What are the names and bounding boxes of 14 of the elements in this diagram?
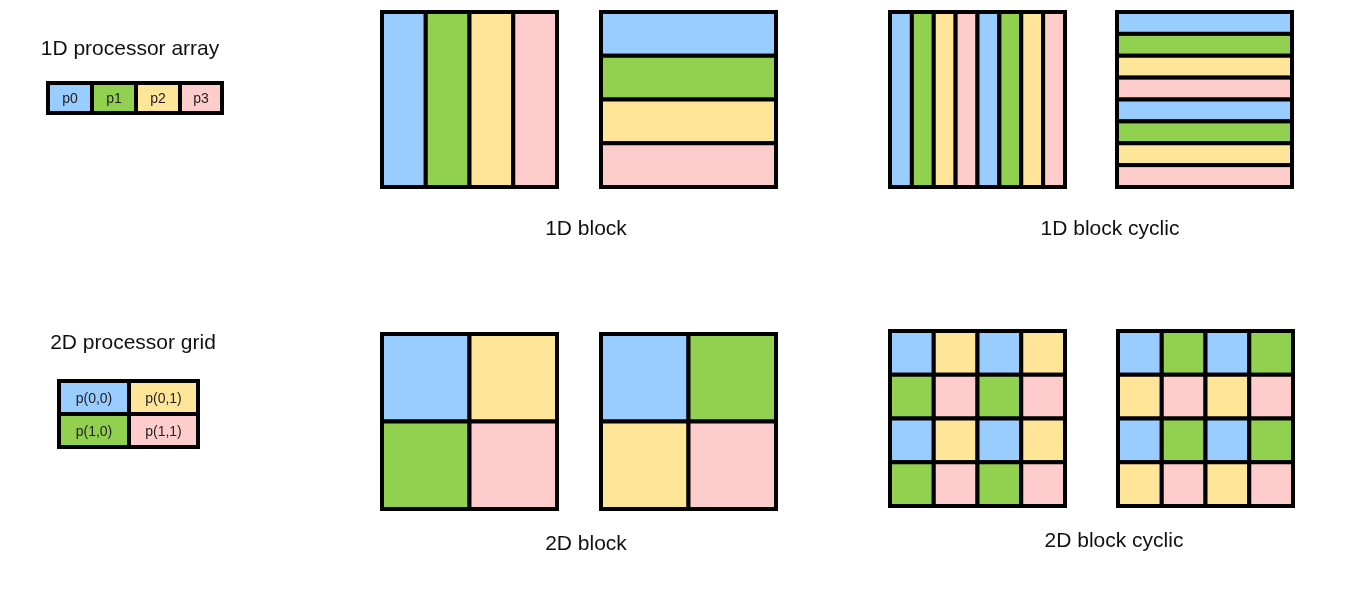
processor-cell: p2: [136, 83, 180, 113]
processor-cell: p3: [180, 83, 222, 113]
processor-cell: p0: [48, 83, 92, 113]
processor-cell: p(1,1): [129, 414, 198, 447]
heading: 2D processor grid: [50, 330, 216, 354]
caption: 1D block cyclic: [1040, 216, 1180, 240]
heading: 1D processor array: [40, 36, 220, 60]
processor-cell: p(0,0): [59, 381, 129, 414]
processor-cell: p1: [92, 83, 136, 113]
processor-cell: p(1,0): [59, 414, 129, 447]
caption: 2D block: [545, 531, 627, 555]
processor-cell: p(0,1): [129, 381, 198, 414]
caption: 1D block: [545, 216, 627, 240]
caption: 2D block cyclic: [1044, 528, 1184, 552]
